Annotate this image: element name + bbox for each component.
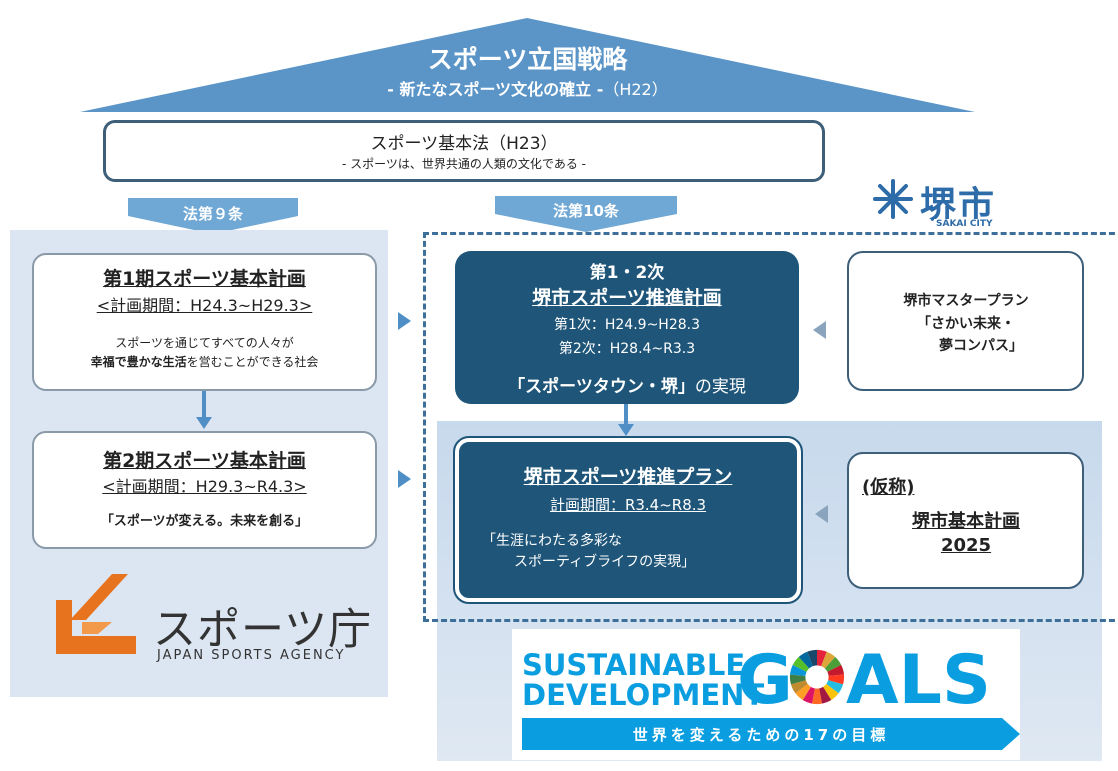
basic-plan-line2: 堺市基本計画: [912, 511, 1020, 532]
new-plan-slogan1: 「生涯にわたる多彩な: [482, 533, 622, 549]
right-arrow-plan1-icon: [398, 312, 411, 330]
new-plan-period: 計画期間：R3.4~R8.3: [549, 496, 707, 514]
strategy-subtitle: - 新たなスポーツ文化の確立 -（H22）: [387, 80, 668, 99]
promotion-period1: 第1次：H24.9~H28.3: [553, 317, 701, 333]
promotion-line1: 第1・2次: [589, 263, 665, 283]
promo-down-arrow: [618, 404, 634, 436]
plan1-period: <計画期間：H24.3~H29.3>: [96, 296, 313, 315]
jsa-name: スポーツ庁: [153, 605, 373, 655]
basic-plan-line3: 2025: [940, 535, 992, 556]
promotion-period2: 第2次：H28.4~R3.3: [558, 341, 696, 357]
plan2-box: [32, 431, 377, 549]
arrow-mid-label: 法第10条: [553, 202, 619, 220]
sdgs-development: DEVELOPMENT: [522, 678, 765, 712]
new-plan-slogan2: スポーティブライフの実現」: [514, 554, 696, 570]
right-arrow-plan2-icon: [398, 470, 411, 488]
plan1-desc-line2: 幸福で豊かな生活を営むことができる社会: [90, 355, 319, 369]
sdgs-sustainable: SUSTAINABLE: [522, 648, 746, 682]
promotion-title: 堺市スポーツ推進計画: [532, 287, 722, 309]
master-plan-line3: 夢コンパス」: [939, 338, 1023, 354]
sdgs-banner: [522, 718, 1020, 750]
sdgs-wheel-segment: [812, 677, 822, 705]
sdgs-g: G: [737, 641, 793, 720]
jsa-english: JAPAN SPORTS AGENCY: [157, 648, 346, 663]
plan2-title: 第2期スポーツ基本計画: [103, 450, 306, 472]
plan1-box: [32, 253, 377, 391]
master-plan-line2: 「さかい未来・: [917, 316, 1015, 332]
promotion-goal: 「スポーツタウン・堺」の実現: [508, 377, 746, 397]
basic-law-title: スポーツ基本法（H23）: [370, 134, 558, 154]
plan2-period: <計画期間：H29.3~R4.3>: [102, 477, 307, 496]
basic-law-box: [103, 120, 825, 182]
plan-down-arrow: [196, 391, 212, 429]
down-arrow-left: [128, 198, 298, 234]
plan2-slogan: 「スポーツが変える。未来を創る」: [100, 514, 309, 529]
sdgs-banner-text: 世界を変えるための17の目標: [632, 726, 890, 744]
sdgs-als: ALS: [846, 641, 991, 720]
master-plan-box: [847, 251, 1084, 391]
left-arrow-master-icon: [813, 321, 826, 339]
sakai-logo-english: SAKAI CITY: [934, 219, 995, 229]
master-plan-line1: 堺市マスタープラン: [903, 293, 1029, 309]
strategy-triangle: [80, 18, 975, 112]
new-plan-box: [453, 436, 803, 604]
basic-plan-line1: (仮称): [862, 477, 915, 498]
strategy-title: スポーツ立国戦略: [427, 45, 628, 74]
sakai-dashed-region: [423, 232, 1118, 622]
basic-law-subtitle: - スポーツは、世界共通の人類の文化である -: [342, 157, 586, 171]
plan1-title: 第1期スポーツ基本計画: [103, 268, 306, 290]
sdgs-wheel-icon: [789, 649, 845, 705]
plan1-desc-line1: スポーツを通じてすべての人々が: [115, 336, 294, 350]
sakai-logo-icon: [873, 179, 913, 219]
down-arrow-mid: [495, 196, 677, 232]
left-arrow-basic-icon: [815, 505, 828, 523]
arrow-left-label: 法第９条: [182, 205, 243, 223]
basic-plan-box: [847, 452, 1084, 589]
jsa-logo-icon: [56, 574, 136, 654]
new-plan-title: 堺市スポーツ推進プラン: [523, 466, 733, 488]
sakai-promotion-box: [455, 251, 799, 404]
